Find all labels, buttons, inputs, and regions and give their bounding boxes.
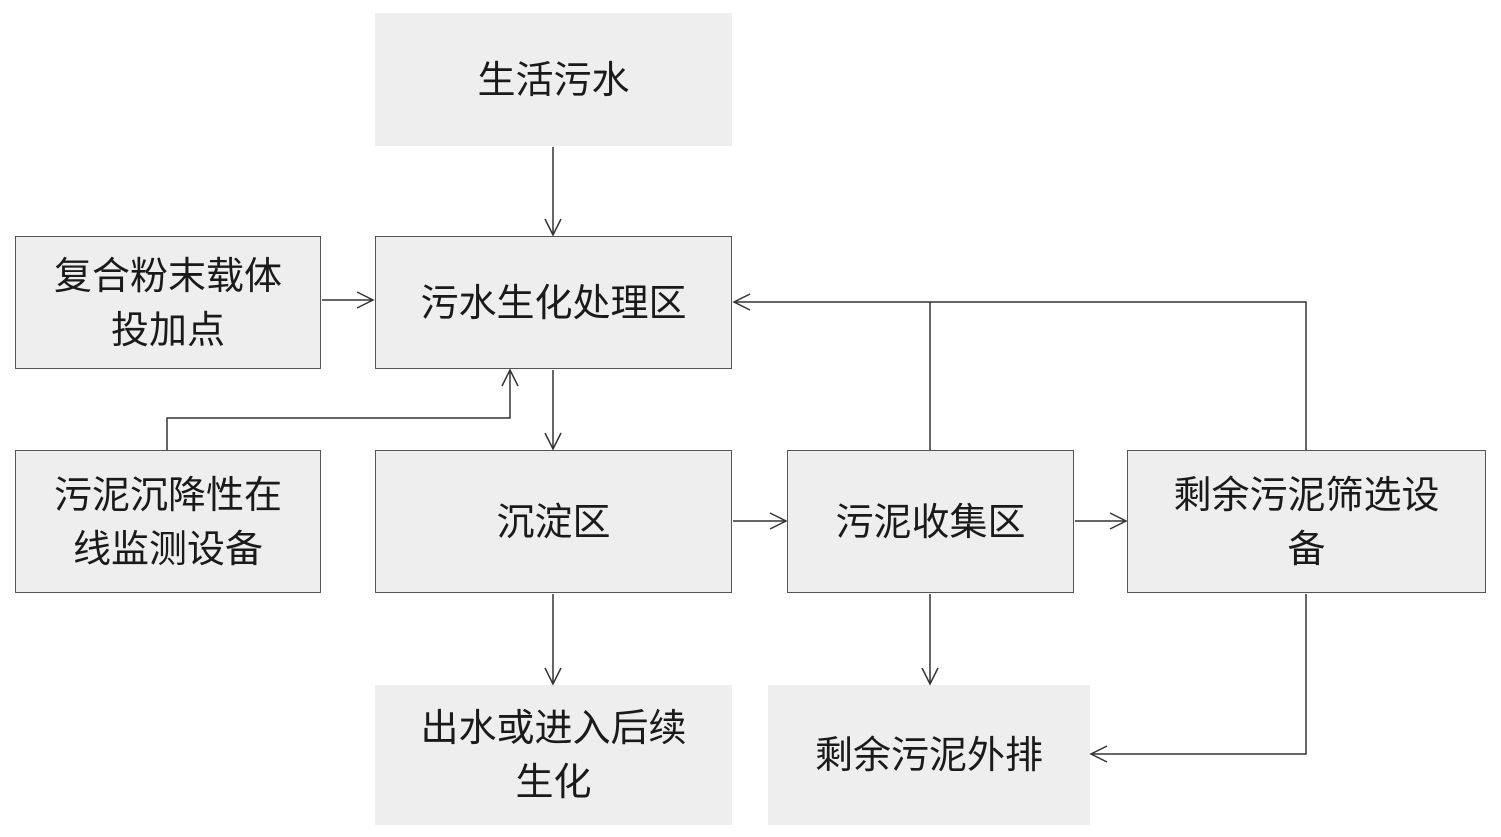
node-biochem-zone-label: 污水生化处理区 <box>420 280 687 325</box>
arrow-collection-to-discharge <box>921 594 939 686</box>
node-domestic-sewage: 生活污水 <box>375 13 732 146</box>
arrow-sewage-to-biochem <box>544 147 562 237</box>
arrow-biochem-to-settling <box>544 370 562 451</box>
node-sludge-monitor: 污泥沉降性在 线监测设备 <box>15 450 321 593</box>
node-sludge-collection-label: 污泥收集区 <box>835 499 1026 544</box>
node-carrier-dosing-label: 复合粉末载体 投加点 <box>53 253 282 352</box>
node-domestic-sewage-label: 生活污水 <box>477 57 630 102</box>
arrow-screening-to-discharge <box>1089 594 1307 763</box>
arrow-collection-to-screening <box>1075 512 1128 530</box>
node-sludge-screening-label: 剩余污泥筛选设 备 <box>1173 472 1440 571</box>
node-effluent-label: 出水或进入后续 生化 <box>420 706 687 804</box>
node-settling-zone-label: 沉淀区 <box>496 499 611 544</box>
node-sludge-monitor-label: 污泥沉降性在 线监测设备 <box>53 472 282 571</box>
arrow-return-to-biochem <box>732 293 1307 450</box>
node-carrier-dosing: 复合粉末载体 投加点 <box>15 236 321 369</box>
node-sludge-collection: 污泥收集区 <box>787 450 1074 593</box>
node-sludge-discharge: 剩余污泥外排 <box>768 685 1090 825</box>
arrow-settling-to-effluent <box>544 594 562 686</box>
node-sludge-screening: 剩余污泥筛选设 备 <box>1127 450 1486 593</box>
node-settling-zone: 沉淀区 <box>375 450 732 593</box>
arrow-monitor-to-biochem <box>166 368 519 450</box>
arrow-settling-to-collection <box>733 512 788 530</box>
node-biochem-zone: 污水生化处理区 <box>375 236 732 369</box>
node-sludge-discharge-label: 剩余污泥外排 <box>814 733 1043 777</box>
arrow-dosing-to-biochem <box>322 291 375 309</box>
node-effluent: 出水或进入后续 生化 <box>375 685 732 825</box>
